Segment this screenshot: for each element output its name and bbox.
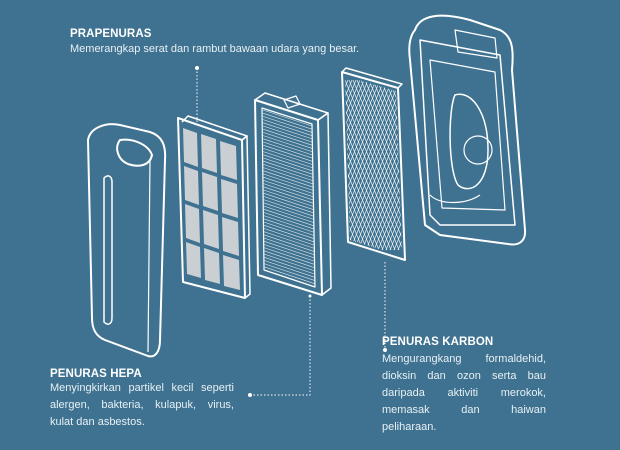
carbon-title: PENURAS KARBON [382,336,494,348]
prefilter-mesh-cells [183,128,240,290]
hepa-filter-illustration [254,92,332,296]
hepa-pleats [262,109,316,288]
front-panel-illustration [87,123,167,358]
prefilter-description: Memerangkap serat dan rambut bawaan udar… [70,43,360,55]
prefilter-title: PRAPENURAS [70,28,152,40]
carbon-leader-dot [383,348,387,352]
main-unit-illustration [408,14,527,246]
carbon-callout: PENURAS KARBON Mengurangkang formaldehid… [382,336,546,436]
prefilter-illustration [177,115,251,299]
carbon-mesh [345,79,402,251]
carbon-description: Mengurangkang formaldehid, dioksin dan o… [382,353,546,433]
hepa-title: PENURAS HEPA [50,368,142,380]
prefilter-callout: PRAPENURAS Memerangkap serat dan rambut … [70,28,359,58]
prefilter-leader-dot [195,66,199,70]
carbon-filter-illustration [341,67,406,261]
hepa-leader-line [250,296,311,396]
hepa-leader-dot [248,393,252,397]
hepa-description: Menyingkirkan partikel kecil seperti ale… [50,382,234,428]
hepa-callout: PENURAS HEPA Menyingkirkan partikel keci… [50,368,234,431]
